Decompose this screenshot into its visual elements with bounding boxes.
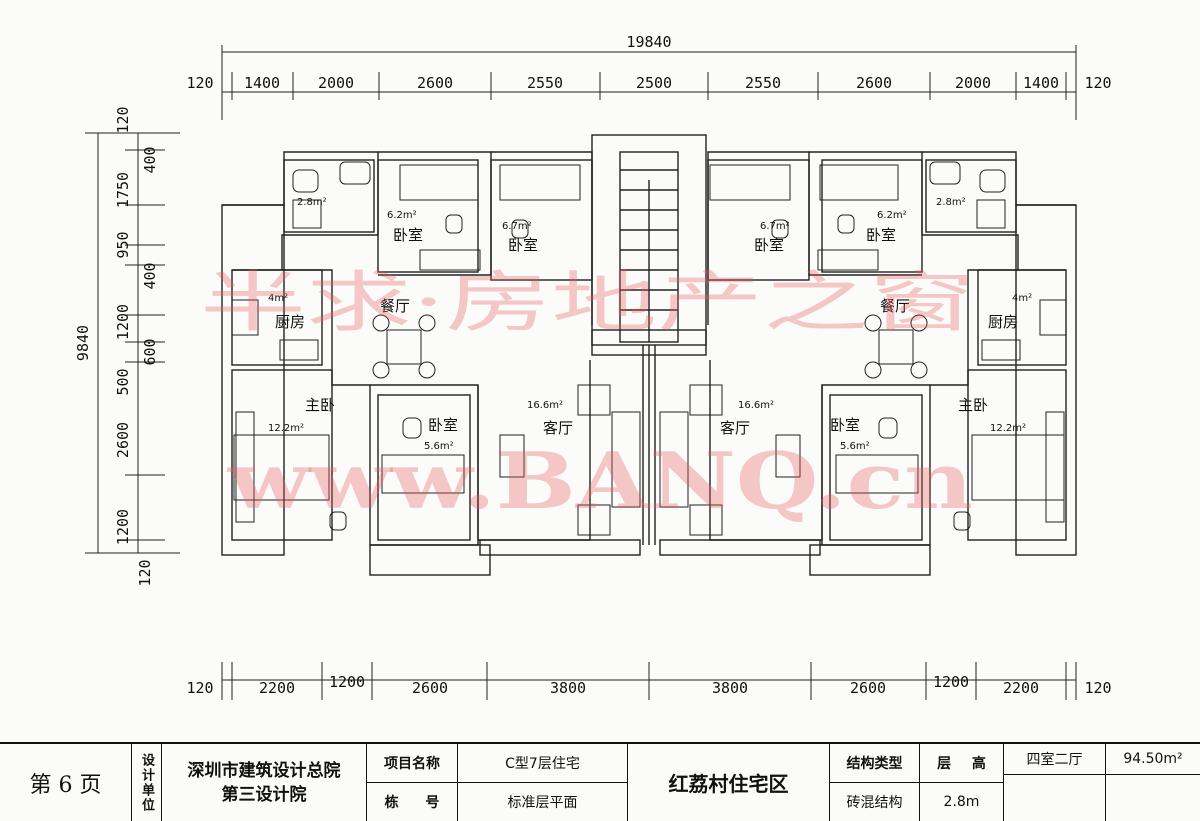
dim-left-2: 1750 (114, 172, 132, 208)
area-bed2-right: 6.7m² (760, 221, 790, 232)
building-no-label: 栋 号 (367, 782, 458, 821)
label-kitchen-right: 厨房 (988, 313, 1018, 331)
dim-left-9: 1200 (114, 509, 132, 545)
area-bed3-left: 5.6m² (424, 441, 454, 452)
area-bath-left: 2.8m² (297, 197, 327, 208)
dim-top-3: 2600 (417, 74, 453, 92)
dim-top-0: 120 (186, 74, 213, 92)
label-bed2-left: 卧室 (508, 236, 538, 254)
label-bed1-right: 卧室 (866, 226, 896, 244)
label-living-right: 客厅 (720, 419, 750, 437)
watermark-line2: www.BANQ.cn (227, 436, 973, 527)
dim-top-7: 2600 (856, 74, 892, 92)
dim-top-8: 2000 (955, 74, 991, 92)
district-name: 红荔村住宅区 (628, 744, 830, 821)
design-unit-label: 设计单位 (132, 744, 162, 821)
dim-left-7: 500 (114, 368, 132, 395)
title-block: 第 6 页 设计单位 深圳市建筑设计总院 第三设计院 项目名称 栋 号 C型7层… (0, 742, 1200, 821)
watermark-line1: 半求·房地产之窗 (200, 264, 975, 341)
layout-type: 四室二厅 (1004, 744, 1106, 774)
dim-left-10: 120 (136, 559, 154, 586)
dim-left-1: 400 (141, 146, 159, 173)
design-unit-line1: 深圳市建筑设计总院 (187, 760, 341, 781)
dim-left-3: 950 (114, 231, 132, 258)
area-kitchen-right: 4m² (1012, 293, 1032, 304)
area-bed2-left: 6.7m² (502, 221, 532, 232)
label-bed3-left: 卧室 (428, 416, 458, 434)
label-living-left: 客厅 (543, 419, 573, 437)
label-kitchen-left: 厨房 (275, 313, 305, 331)
project-name-label: 项目名称 (367, 744, 458, 782)
dim-bottom-3: 2600 (412, 679, 448, 697)
dim-bottom-0: 120 (186, 679, 213, 697)
dim-bottom-4: 3800 (550, 679, 586, 697)
divider-c (1004, 774, 1200, 775)
area-bed1-right: 6.2m² (877, 210, 907, 221)
structure-label: 结构类型 (830, 744, 920, 782)
area-kitchen-left: 4m² (268, 293, 288, 304)
dim-left-4: 400 (141, 262, 159, 289)
label-bed3-right: 卧室 (830, 416, 860, 434)
floor-height-label: 层 高 (920, 744, 1004, 782)
dim-bottom-9: 120 (1084, 679, 1111, 697)
project-name: C型7层住宅 (458, 744, 628, 782)
structure-value: 砖混结构 (830, 782, 920, 821)
divider-a (367, 782, 628, 783)
design-unit-line2: 第三设计院 (221, 784, 307, 805)
area-living-right: 16.6m² (738, 400, 774, 411)
building-no: 标准层平面 (458, 782, 628, 821)
dim-top-5: 2500 (636, 74, 672, 92)
blank-cell-a (1004, 774, 1106, 821)
dim-left-6: 600 (141, 338, 159, 365)
dim-total-top: 19840 (626, 33, 671, 51)
dim-bottom-8: 2200 (1003, 679, 1039, 697)
dim-bottom-2: 1200 (329, 673, 365, 691)
page-number: 第 6 页 (0, 744, 132, 821)
area-master-right: 12.2m² (990, 423, 1026, 434)
dim-total-left: 9840 (74, 325, 92, 361)
label-dining-left: 餐厅 (380, 297, 410, 315)
area-master-left: 12.2m² (268, 423, 304, 434)
dim-left-5: 1200 (114, 304, 132, 340)
dim-left-8: 2600 (114, 422, 132, 458)
dim-bottom-1: 2200 (259, 679, 295, 697)
label-bed1-left: 卧室 (393, 226, 423, 244)
dim-top-1: 1400 (244, 74, 280, 92)
area-living-left: 16.6m² (527, 400, 563, 411)
floor-plan: 19840 120 1400 2000 2600 2550 2500 2550 … (74, 33, 1112, 700)
dim-top-6: 2550 (745, 74, 781, 92)
label-master-left: 主卧 (305, 396, 335, 414)
label-dining-right: 餐厅 (880, 297, 910, 315)
dim-top-10: 120 (1084, 74, 1111, 92)
area-bath-right: 2.8m² (936, 197, 966, 208)
dim-bottom-7: 1200 (933, 673, 969, 691)
dim-top-2: 2000 (318, 74, 354, 92)
floor-height-value: 2.8m (920, 782, 1004, 821)
design-unit: 深圳市建筑设计总院 第三设计院 (162, 744, 367, 821)
area-bed1-left: 6.2m² (387, 210, 417, 221)
label-master-right: 主卧 (958, 396, 988, 414)
dim-left-0: 120 (114, 106, 132, 133)
label-bed2-right: 卧室 (754, 236, 784, 254)
dim-bottom-5: 3800 (712, 679, 748, 697)
dim-top-4: 2550 (527, 74, 563, 92)
dim-bottom-6: 2600 (850, 679, 886, 697)
dim-top-9: 1400 (1023, 74, 1059, 92)
total-area: 94.50m² (1123, 751, 1183, 767)
divider-b (830, 782, 1004, 783)
area-bed3-right: 5.6m² (840, 441, 870, 452)
